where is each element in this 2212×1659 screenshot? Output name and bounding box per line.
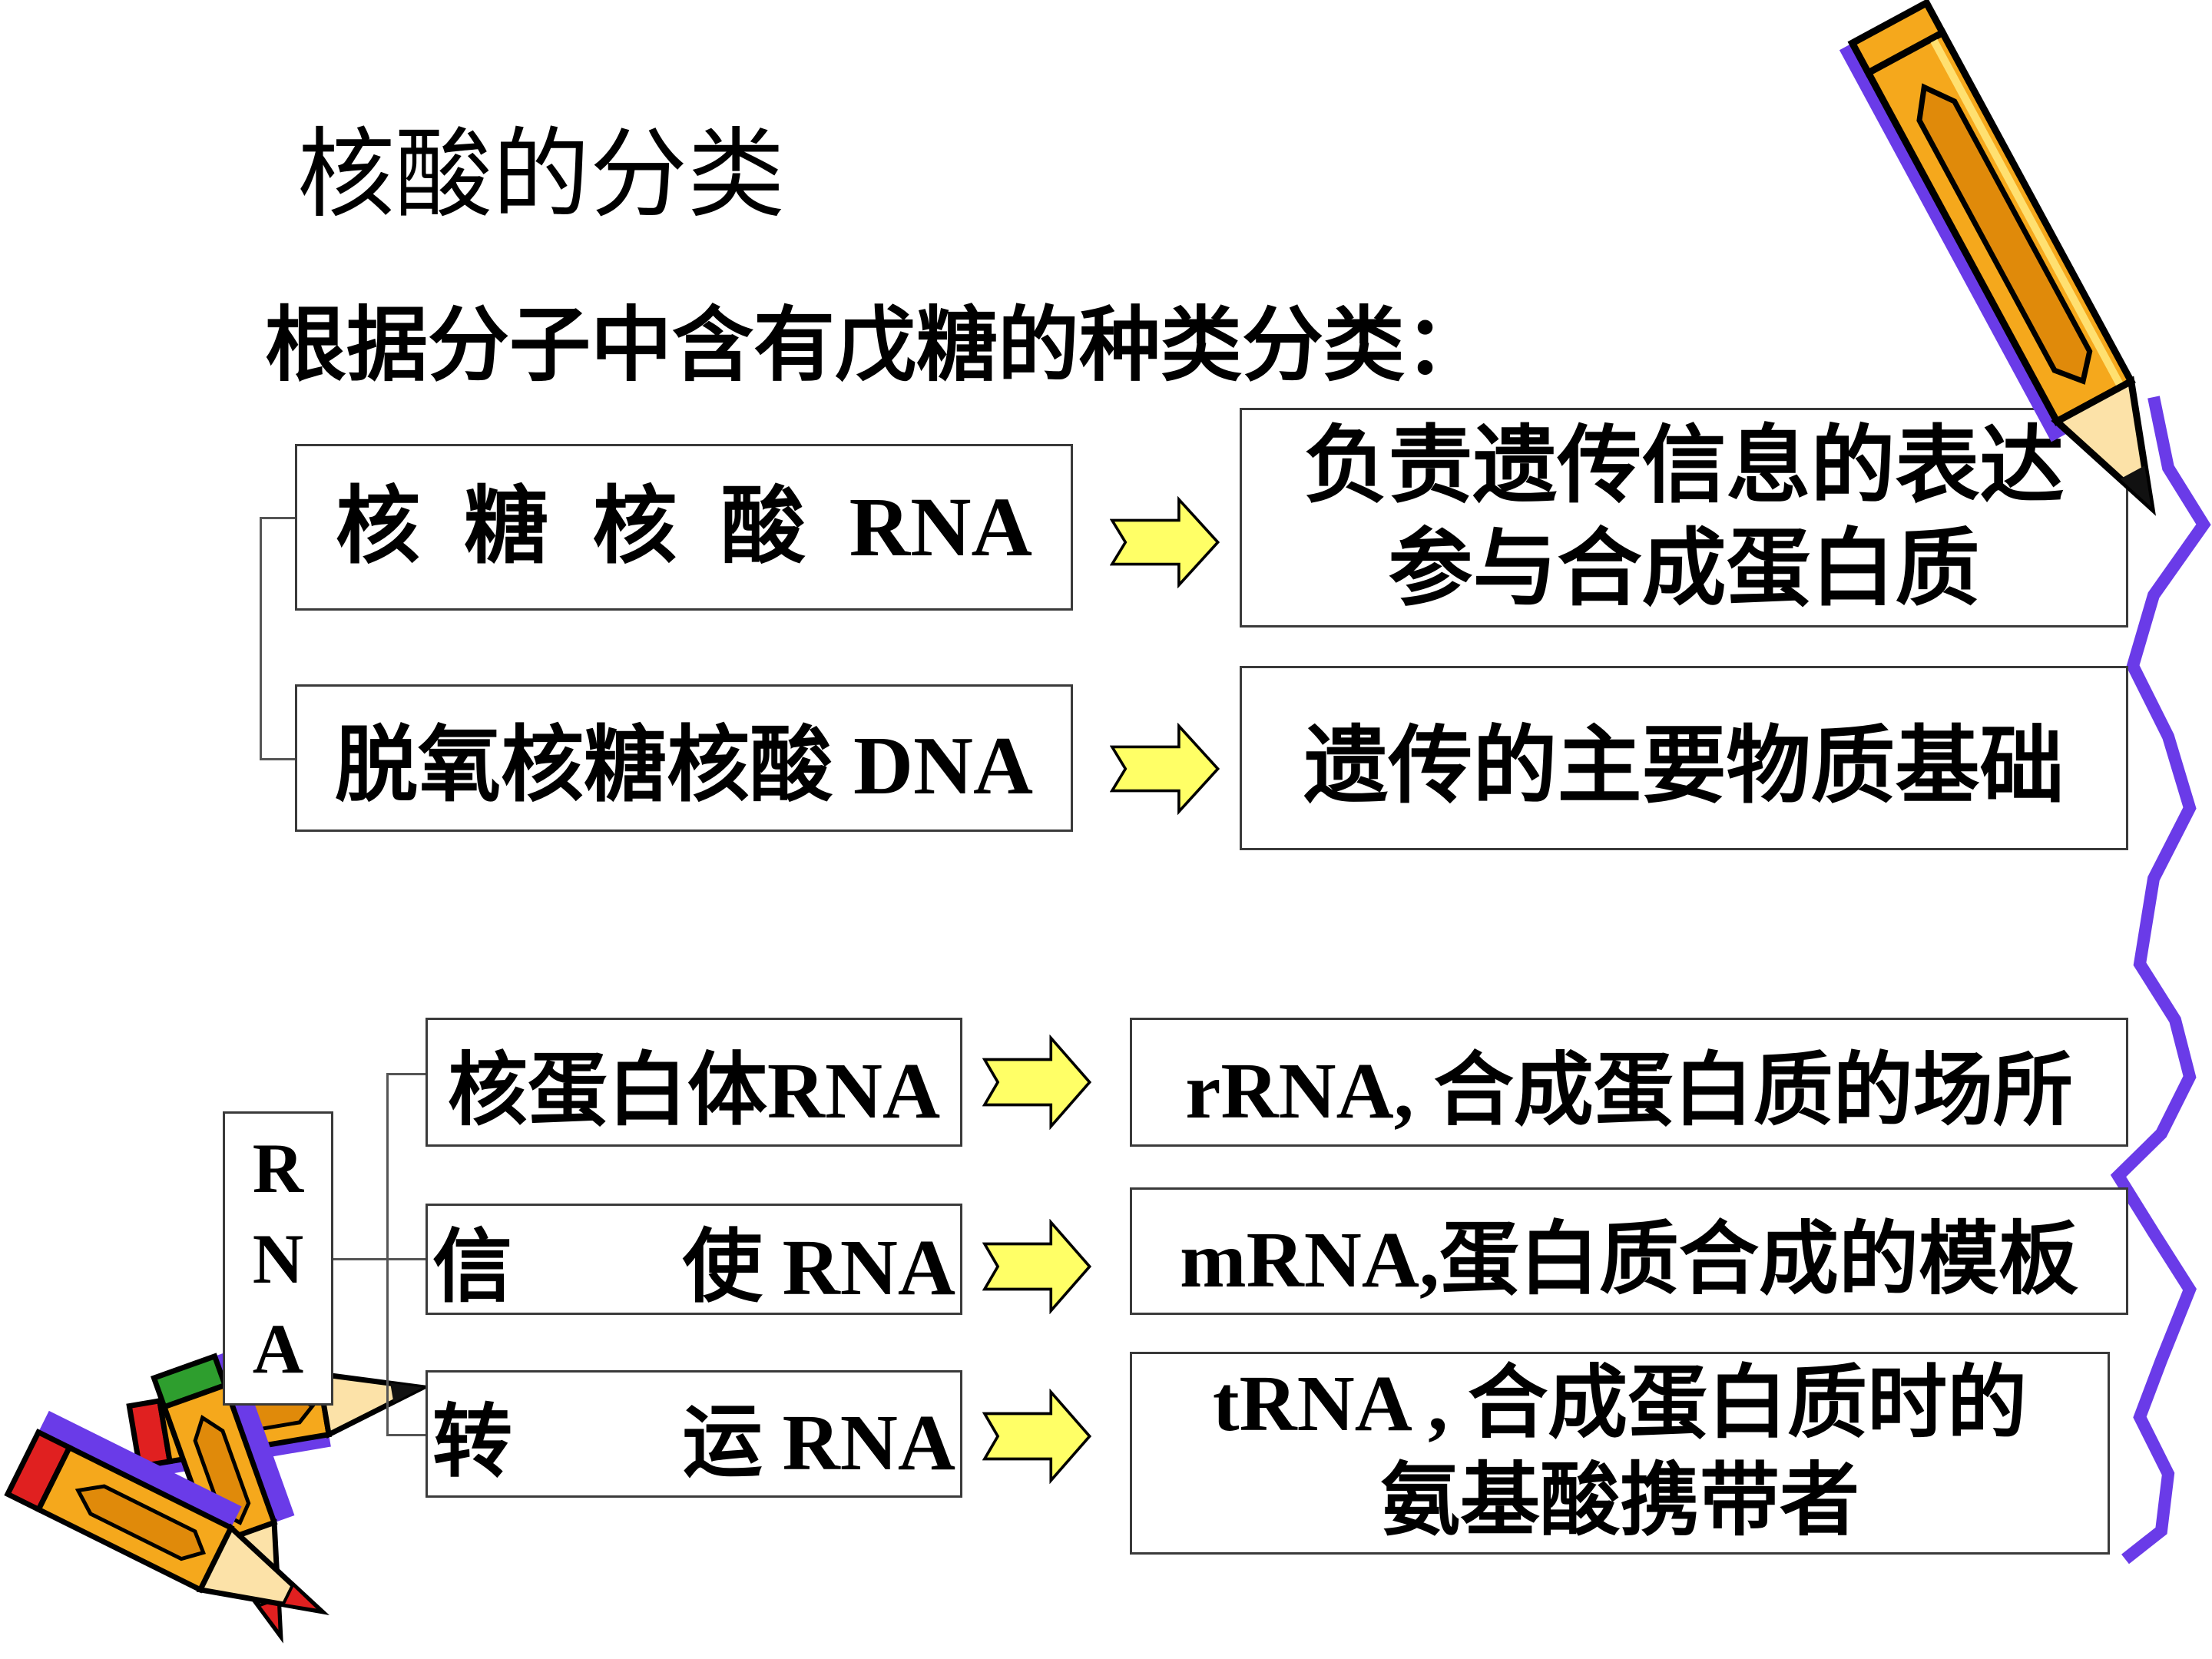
mrna-box: 信 使 RNA xyxy=(426,1204,962,1315)
mrna-function-text: mRNA,蛋白质合成的模板 xyxy=(1180,1215,2078,1304)
rna-group-letter: A xyxy=(252,1309,304,1388)
mrna-label-left: 信 xyxy=(432,1224,513,1312)
rrna-function-text: rRNA, 合成蛋白质的场所 xyxy=(1185,1046,2073,1135)
page-title: 核酸的分类 xyxy=(297,122,786,230)
mrna-function-box: mRNA,蛋白质合成的模板 xyxy=(1130,1187,2128,1315)
rrna-function-box: rRNA, 合成蛋白质的场所 xyxy=(1130,1018,2128,1147)
rrna-label: 核蛋白体RNA xyxy=(447,1046,941,1135)
trna-box: 转 运 RNA xyxy=(426,1370,962,1498)
dna-function-text: 遗传的主要物质基础 xyxy=(1303,720,2065,813)
rna-group-letter: R xyxy=(252,1129,304,1208)
bracket-line xyxy=(333,1258,387,1260)
rna-function-box: 负责遗传信息的表达 参与合成蛋白质 xyxy=(1240,408,2128,628)
rna-group-letter: N xyxy=(252,1219,304,1298)
arrow-icon xyxy=(982,1219,1093,1314)
bracket-line xyxy=(386,1434,426,1436)
trna-function-box: tRNA , 合成蛋白质时的 氨基酸携带者 xyxy=(1130,1352,2110,1555)
rna-box: 核 糖 核 酸 RNA xyxy=(295,444,1073,611)
rrna-box: 核蛋白体RNA xyxy=(426,1018,962,1147)
subtitle: 根据分子中含有戊糖的种类分类： xyxy=(265,301,1486,391)
trna-label-right: 运 RNA xyxy=(682,1398,955,1487)
bracket-line xyxy=(386,1258,426,1260)
bracket-line xyxy=(260,517,262,760)
mrna-label-right: 使 RNA xyxy=(682,1224,955,1312)
bracket-line xyxy=(260,517,295,519)
arrow-icon xyxy=(982,1035,1093,1130)
trna-label-left: 转 xyxy=(432,1398,513,1487)
rna-function-line: 负责遗传信息的表达 xyxy=(1303,419,2065,513)
arrow-icon xyxy=(982,1389,1093,1484)
pencil-icon xyxy=(4,1410,329,1616)
arrow-icon xyxy=(1110,723,1221,815)
trna-function-line: 氨基酸携带者 xyxy=(1379,1457,1859,1545)
rna-function-line: 参与合成蛋白质 xyxy=(1388,522,1980,616)
dna-label: 脱氧核糖核酸 DNA xyxy=(335,720,1033,812)
wavy-line-decoration xyxy=(2110,396,2211,1565)
bracket-line xyxy=(386,1073,389,1436)
bracket-line xyxy=(386,1073,426,1075)
dna-box: 脱氧核糖核酸 DNA xyxy=(295,684,1073,832)
dna-function-box: 遗传的主要物质基础 xyxy=(1240,666,2128,850)
arrow-icon xyxy=(1110,496,1221,588)
trna-function-line: tRNA , 合成蛋白质时的 xyxy=(1212,1359,2028,1449)
rna-group-label: R N A xyxy=(223,1111,333,1406)
bracket-line xyxy=(260,758,295,760)
